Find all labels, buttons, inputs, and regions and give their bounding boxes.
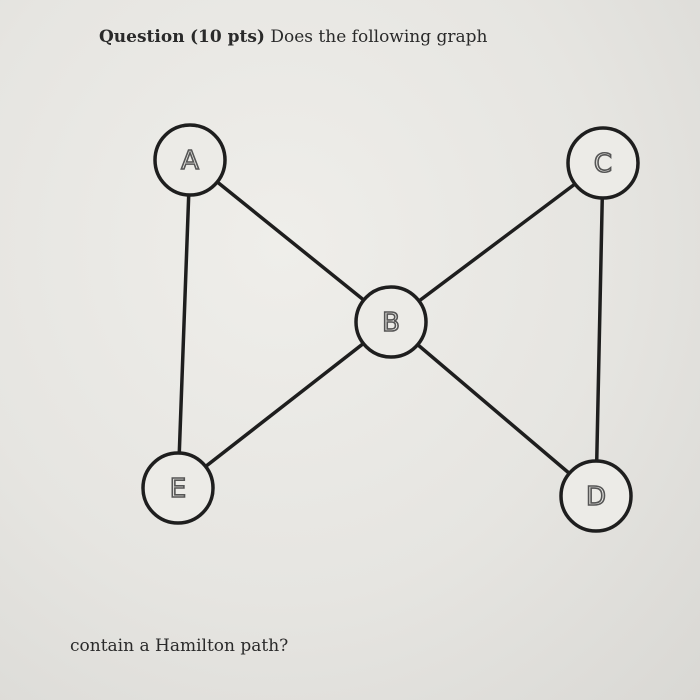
node-label-c: C xyxy=(594,149,612,179)
node-circle-b xyxy=(354,285,428,359)
question-heading: Question (10 pts) Does the following gra… xyxy=(99,27,488,47)
node-circle-c xyxy=(566,126,640,200)
node-label-d: D xyxy=(586,482,606,512)
node-d: D xyxy=(559,459,633,533)
node-b: B xyxy=(354,285,428,359)
question-closing: contain a Hamilton path? xyxy=(70,636,289,656)
node-label-a: A xyxy=(181,146,199,176)
nodes-layer: A B C D E xyxy=(141,123,640,533)
edges-layer xyxy=(176,158,605,498)
question-label: Question xyxy=(99,27,185,47)
edge-b-c xyxy=(389,161,605,324)
question-text: Does the following graph xyxy=(270,27,488,47)
edge-a-b xyxy=(188,158,393,324)
node-label-b: B xyxy=(382,308,400,338)
edge-c-d xyxy=(594,161,605,498)
node-label-e: E xyxy=(170,474,186,504)
node-circle-e xyxy=(141,451,215,525)
node-circle-a xyxy=(153,123,227,197)
node-e: E xyxy=(141,451,215,525)
node-c: C xyxy=(566,126,640,200)
edge-b-e xyxy=(176,320,393,490)
edge-a-e xyxy=(176,158,192,490)
node-circle-d xyxy=(559,459,633,533)
edge-b-d xyxy=(389,320,598,498)
question-points: (10 pts) xyxy=(189,27,265,47)
node-a: A xyxy=(153,123,227,197)
